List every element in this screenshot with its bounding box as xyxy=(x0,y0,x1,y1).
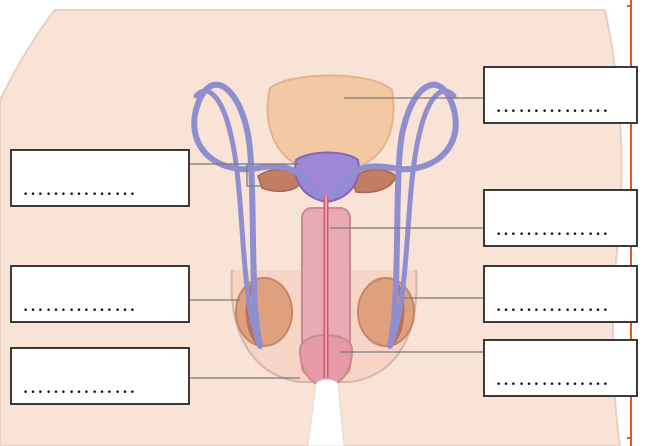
label-box-testis-right[interactable]: …………… xyxy=(483,265,638,323)
label-box-bladder[interactable]: …………… xyxy=(483,66,638,124)
label-box-penis[interactable]: …………… xyxy=(483,339,638,397)
label-box-testis-left[interactable]: …………… xyxy=(10,265,190,323)
label-box-urethra[interactable]: …………… xyxy=(483,189,638,247)
testis-right xyxy=(358,278,414,346)
label-box-seminal-vesicle[interactable]: …………… xyxy=(10,149,190,207)
label-box-scrotum[interactable]: …………… xyxy=(10,347,190,405)
testis-left xyxy=(236,278,292,346)
